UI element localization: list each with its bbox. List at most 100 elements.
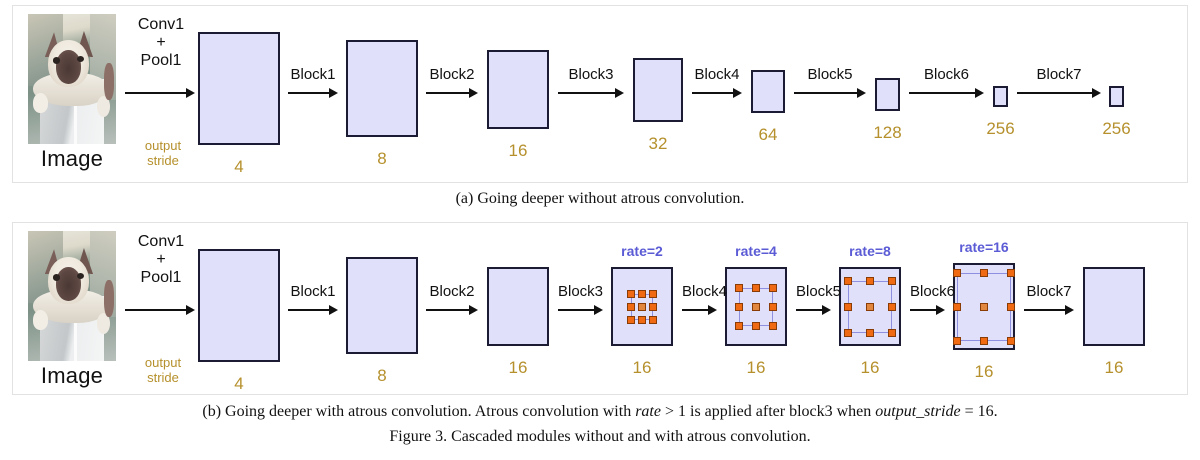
feature-block-1 [198,32,280,145]
arrow-head-icon [733,88,742,98]
atrous-sample-point [649,289,657,298]
arrow-head-icon [1092,88,1101,98]
atrous-sample-point [769,283,777,292]
arrow-head-icon [615,88,624,98]
arrow-block1 [288,88,338,98]
arrow-label-block1: Block1 [290,283,336,300]
arrow-head-icon [822,305,831,315]
arrow-label-block2: Block2 [429,283,475,300]
arrow-label-block1: Block1 [290,66,336,83]
paw1-part [33,310,49,330]
atrous-sample-point [953,336,961,345]
arrow-shaft [1017,92,1092,94]
output-stride-value-6: 128 [873,123,902,142]
caption-a: (a) Going deeper without atrous convolut… [455,190,745,207]
output-stride-value-3: 16 [508,358,528,377]
arrow-label-block7: Block7 [1036,66,1082,83]
atrous-sample-point [844,328,852,337]
atrous-sample-point [1007,268,1015,277]
applianceEdge-layer [73,79,77,144]
rate-label-7: rate=16 [959,239,1009,255]
rate-label-4: rate=2 [621,243,663,259]
image-label: Image [40,363,104,388]
feature-block-1 [198,249,280,362]
feature-block-6 [875,78,900,111]
output-stride-value-5: 64 [758,125,778,144]
atrous-sample-point [1007,302,1015,311]
arrow-block2 [426,88,478,98]
feature-block-2 [346,257,418,354]
atrous-sample-point [888,302,896,311]
arrow-head-icon [594,305,603,315]
output-stride-value-2: 8 [377,366,387,385]
atrous-sample-point [649,315,657,324]
atrous-sample-point [735,302,743,311]
atrous-sample-point [752,283,760,292]
arrow-block7 [1017,88,1101,98]
arrow-head-icon [708,305,717,315]
arrow-block1 [288,305,338,315]
caption-b: (b) Going deeper with atrous convolution… [0,403,1200,421]
atrous-sample-point [627,315,635,324]
caption-figure-number: Figure 3. Cascaded modules without and w… [389,428,811,445]
arrow-label-block3: Block3 [568,66,614,83]
atrous-sample-point [953,302,961,311]
arrow-shaft [558,92,615,94]
paw2-part [96,312,110,334]
arrow-shaft [692,92,733,94]
image-label: Image [40,146,104,171]
arrow-shaft [288,92,329,94]
atrous-sample-point [752,302,760,311]
arrow-shaft [558,309,594,311]
atrous-sample-point [638,315,646,324]
arrow-block3 [558,88,624,98]
feature-block-3 [487,50,549,129]
arrow-label-block3: Block3 [558,283,604,300]
output-stride-value-6: 16 [860,358,880,377]
paw2-part [96,95,110,117]
output-stride-value-7: 16 [974,362,994,381]
arrow-label-block4: Block4 [682,283,728,300]
cat-head-group [44,248,94,306]
output-stride-value-4: 32 [648,134,668,153]
atrous-sample-point [735,321,743,330]
arrow-head-icon [329,305,338,315]
feature-block-8 [1109,86,1124,107]
eyeL-part [52,57,61,64]
tail-part [103,63,115,100]
atrous-sample-point [649,302,657,311]
arrow-block5 [794,88,866,98]
feature-block-5 [751,70,785,113]
atrous-grid-rate-4 [725,267,787,346]
arrow-label-block6: Block6 [910,283,956,300]
atrous-grid-rate-16 [953,263,1015,350]
conv1-pool1-label: Conv1+Pool1 [137,16,185,69]
output-stride-value-4: 16 [632,358,652,377]
caption-b-mid: > 1 is applied after block3 when [660,403,876,420]
arrow-block6 [909,88,984,98]
caption-b-rate: rate [635,403,661,420]
arrow-head-icon [186,305,195,315]
mask-part [55,267,82,301]
caption-b-output-stride: output_stride [875,403,961,420]
arrow-label-block7: Block7 [1026,283,1072,300]
atrous-sample-point [627,289,635,298]
arrow- [125,88,195,98]
arrow-shaft [125,92,186,94]
applianceEdge-layer [73,296,77,361]
arrow-head-icon [469,88,478,98]
feature-block-7 [993,86,1008,107]
arrow-shaft [1024,309,1065,311]
atrous-sample-point [980,268,988,277]
eyeR-part [76,56,85,63]
output-stride-value-1: 4 [234,157,244,176]
atrous-sample-point [888,276,896,285]
feature-block-8 [1083,267,1145,346]
arrow-shaft [426,92,469,94]
atrous-sample-point [980,302,988,311]
atrous-sample-point [866,302,874,311]
